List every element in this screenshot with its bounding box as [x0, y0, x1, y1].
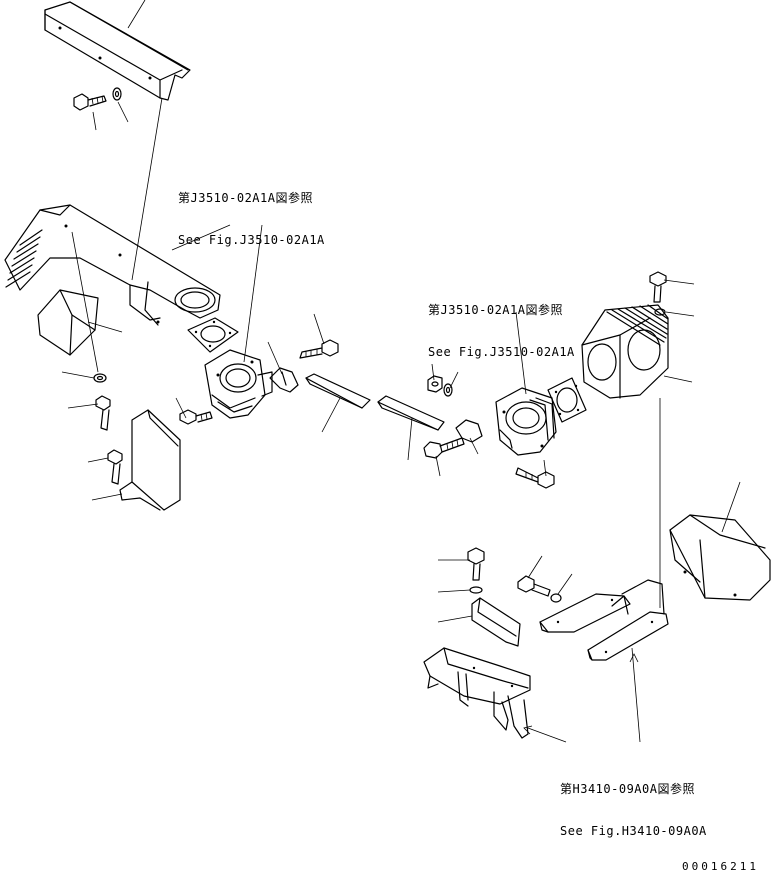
small-cover-part [37, 289, 99, 356]
tube-part-2 [377, 395, 445, 431]
clamp-part-2 [455, 419, 483, 443]
bolt-part-4 [107, 449, 123, 485]
bolt-part-6 [423, 437, 465, 459]
reference-label-jp: 第J3510-02A1A図参照 [428, 303, 563, 317]
intake-box-part [581, 304, 669, 399]
bolt-part [73, 93, 107, 111]
reference-label: 第J3510-02A1A図参照 See Fig.J3510-02A1A [428, 275, 575, 373]
tube-part [305, 373, 371, 409]
gasket-part [187, 317, 239, 353]
reference-label-jp: 第J3510-02A1A図参照 [178, 191, 313, 205]
long-bracket-part [539, 593, 631, 633]
clamp-part [269, 367, 299, 393]
side-cover-part [669, 514, 771, 601]
reference-label-en: See Fig.H3410-09A0A [560, 824, 707, 838]
washer-part-6 [550, 593, 562, 603]
bolt-part-5 [299, 339, 339, 359]
drawing-number: 00016211 [682, 860, 759, 873]
washer-part-5 [469, 586, 483, 594]
leader-top-cover [127, 0, 146, 29]
stand-bracket-part [423, 647, 531, 739]
flange-body-part-2 [495, 387, 557, 456]
reference-label: 第H3410-09A0A図参照 See Fig.H3410-09A0A [560, 754, 707, 852]
top-cover-part [44, 1, 191, 101]
bolt-part-3 [179, 409, 213, 425]
bolt-part-10 [517, 575, 551, 597]
bolt-part-7 [515, 467, 555, 489]
rail-bracket-part [587, 579, 669, 661]
bolt-part-9 [467, 547, 485, 581]
reference-label-en: See Fig.J3510-02A1A [178, 233, 325, 247]
nut-part [427, 375, 443, 393]
washer-part [112, 87, 122, 101]
reference-label: 第J3510-02A1A図参照 See Fig.J3510-02A1A [178, 163, 325, 261]
washer-part-4 [654, 308, 666, 316]
reference-label-en: See Fig.J3510-02A1A [428, 345, 575, 359]
cover-plate-part [119, 409, 181, 511]
bracket-plate-part [471, 597, 521, 647]
flange-body-part [204, 349, 273, 419]
bolt-part-8 [649, 271, 667, 303]
reference-label-jp: 第H3410-09A0A図参照 [560, 782, 695, 796]
washer-part-3 [443, 383, 453, 397]
washer-part-2 [93, 373, 107, 383]
bolt-part-2 [95, 395, 111, 431]
air-duct-bellows-part [4, 204, 221, 326]
gasket-part-2 [547, 377, 587, 423]
